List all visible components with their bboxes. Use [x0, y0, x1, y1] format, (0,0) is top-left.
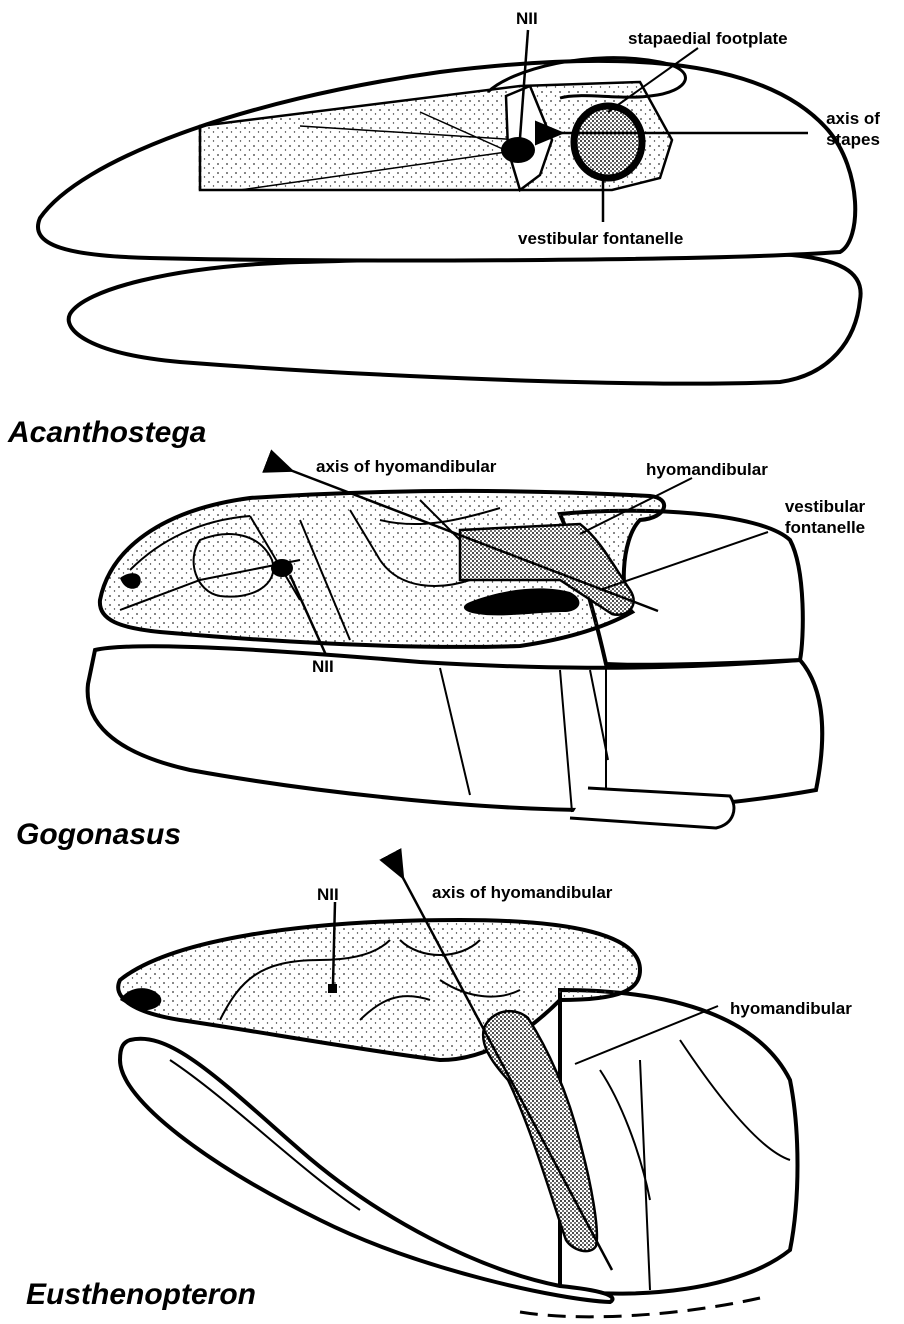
- acanthostega-nii-label: NII: [516, 8, 538, 29]
- stapaedial-footplate-label: stapaedial footplate: [628, 28, 788, 49]
- eusthenopteron-skull: [118, 876, 797, 1317]
- gogonasus-nii-foramen: [271, 559, 293, 577]
- acanthostega-nii-foramen: [501, 137, 535, 163]
- eusthenopteron-nii-foramen: [328, 984, 337, 993]
- gogonasus-skull: [88, 470, 823, 828]
- acanthostega-vestibular-fontanelle: [574, 106, 642, 178]
- acanthostega-taxon-name: Acanthostega: [8, 416, 206, 450]
- gogonasus-nii-label: NII: [312, 656, 334, 677]
- acanthostega-lower-jaw: [69, 253, 861, 384]
- acanthostega-vestibular-fontanelle-label: vestibular fontanelle: [518, 228, 683, 249]
- axis-of-stapes-label: axis of stapes: [808, 108, 898, 150]
- acanthostega-skull: [38, 30, 861, 384]
- eusthenopteron-axis-of-hyomandibular-label: axis of hyomandibular: [432, 882, 612, 903]
- gogonasus-vestibular-fontanelle-label: vestibular fontanelle: [760, 496, 890, 538]
- eusthenopteron-nii-label: NII: [317, 884, 339, 905]
- eusthenopteron-taxon-name: Eusthenopteron: [26, 1278, 256, 1312]
- eusthenopteron-hyomandibular-label: hyomandibular: [730, 998, 852, 1019]
- gogonasus-taxon-name: Gogonasus: [16, 818, 181, 852]
- gogonasus-hyomandibular-label: hyomandibular: [646, 459, 768, 480]
- gogonasus-axis-of-hyomandibular-label: axis of hyomandibular: [316, 456, 496, 477]
